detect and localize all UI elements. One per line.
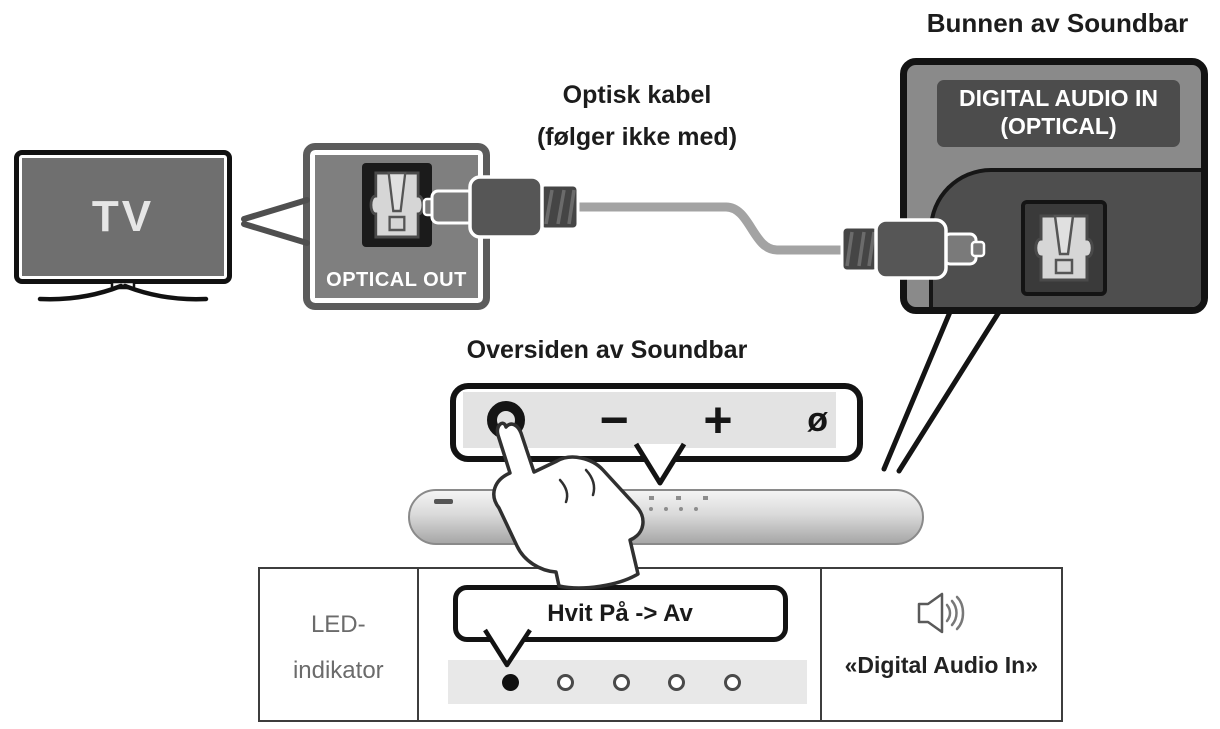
- led-dot-off: [557, 673, 575, 691]
- led-indicator-header-line1: LED-: [310, 611, 366, 638]
- optical-out-callout: OPTICAL OUT: [303, 143, 490, 310]
- soundbar-logo-mark: [434, 499, 453, 504]
- optical-cable-caption-line1: Optisk kabel: [562, 81, 712, 109]
- led-dot-off: [723, 673, 741, 691]
- soundbar-bottom-corner: [929, 168, 1201, 307]
- tv-screen: TV: [22, 158, 224, 276]
- digital-audio-in-pointer-lines: [881, 309, 1002, 474]
- volume-down-button-icon: −: [599, 392, 629, 448]
- tv-stand: [37, 282, 209, 302]
- led-indicator-table: LED- indikator Hvit På -> Av «Digital Au…: [258, 567, 1063, 722]
- mic-toggle-button-icon: ø: [807, 401, 828, 439]
- optical-cable: [571, 202, 851, 255]
- optical-out-label: OPTICAL OUT: [326, 269, 467, 291]
- led-state-bubble: Hvit På -> Av: [452, 585, 788, 642]
- led-dot-off: [612, 673, 630, 691]
- digital-audio-in-label: DIGITAL AUDIO IN (OPTICAL): [937, 80, 1180, 148]
- led-dot-off: [668, 673, 686, 691]
- multifunction-button-icon: [487, 401, 525, 439]
- led-strip: [447, 660, 807, 704]
- optical-cable-caption: Optisk kabel (følger ikke med): [487, 74, 787, 158]
- speaker-volume-icon: [918, 592, 965, 634]
- tv-illustration: TV: [14, 150, 232, 284]
- bottom-of-soundbar-title: Bunnen av Soundbar: [926, 8, 1189, 38]
- led-indicator-header-cell: LED- indikator: [260, 569, 419, 720]
- top-of-soundbar-title: Oversiden av Soundbar: [466, 336, 748, 364]
- led-dot-on: [501, 673, 519, 691]
- volume-up-button-icon: +: [703, 392, 733, 448]
- soundbar-illustration: [408, 489, 924, 545]
- soundbar-control-panel: − + ø: [463, 392, 836, 448]
- digital-audio-in-callout: DIGITAL AUDIO IN (OPTICAL): [900, 58, 1208, 314]
- tv-zoom-wedge: [241, 197, 310, 246]
- source-label: «Digital Audio In»: [844, 652, 1038, 678]
- led-indicator-header-line2: indikator: [292, 657, 384, 684]
- tv-label: TV: [91, 192, 155, 241]
- digital-audio-in-label-line1: DIGITAL AUDIO IN: [959, 85, 1158, 111]
- led-state-cell: Hvit På -> Av: [419, 569, 822, 720]
- soundbar-top-panel-callout: − + ø: [450, 383, 863, 462]
- source-cell: «Digital Audio In»: [822, 569, 1061, 720]
- optical-cable-caption-line2: (følger ikke med): [536, 123, 738, 151]
- digital-audio-in-label-line2: (OPTICAL): [1000, 112, 1117, 139]
